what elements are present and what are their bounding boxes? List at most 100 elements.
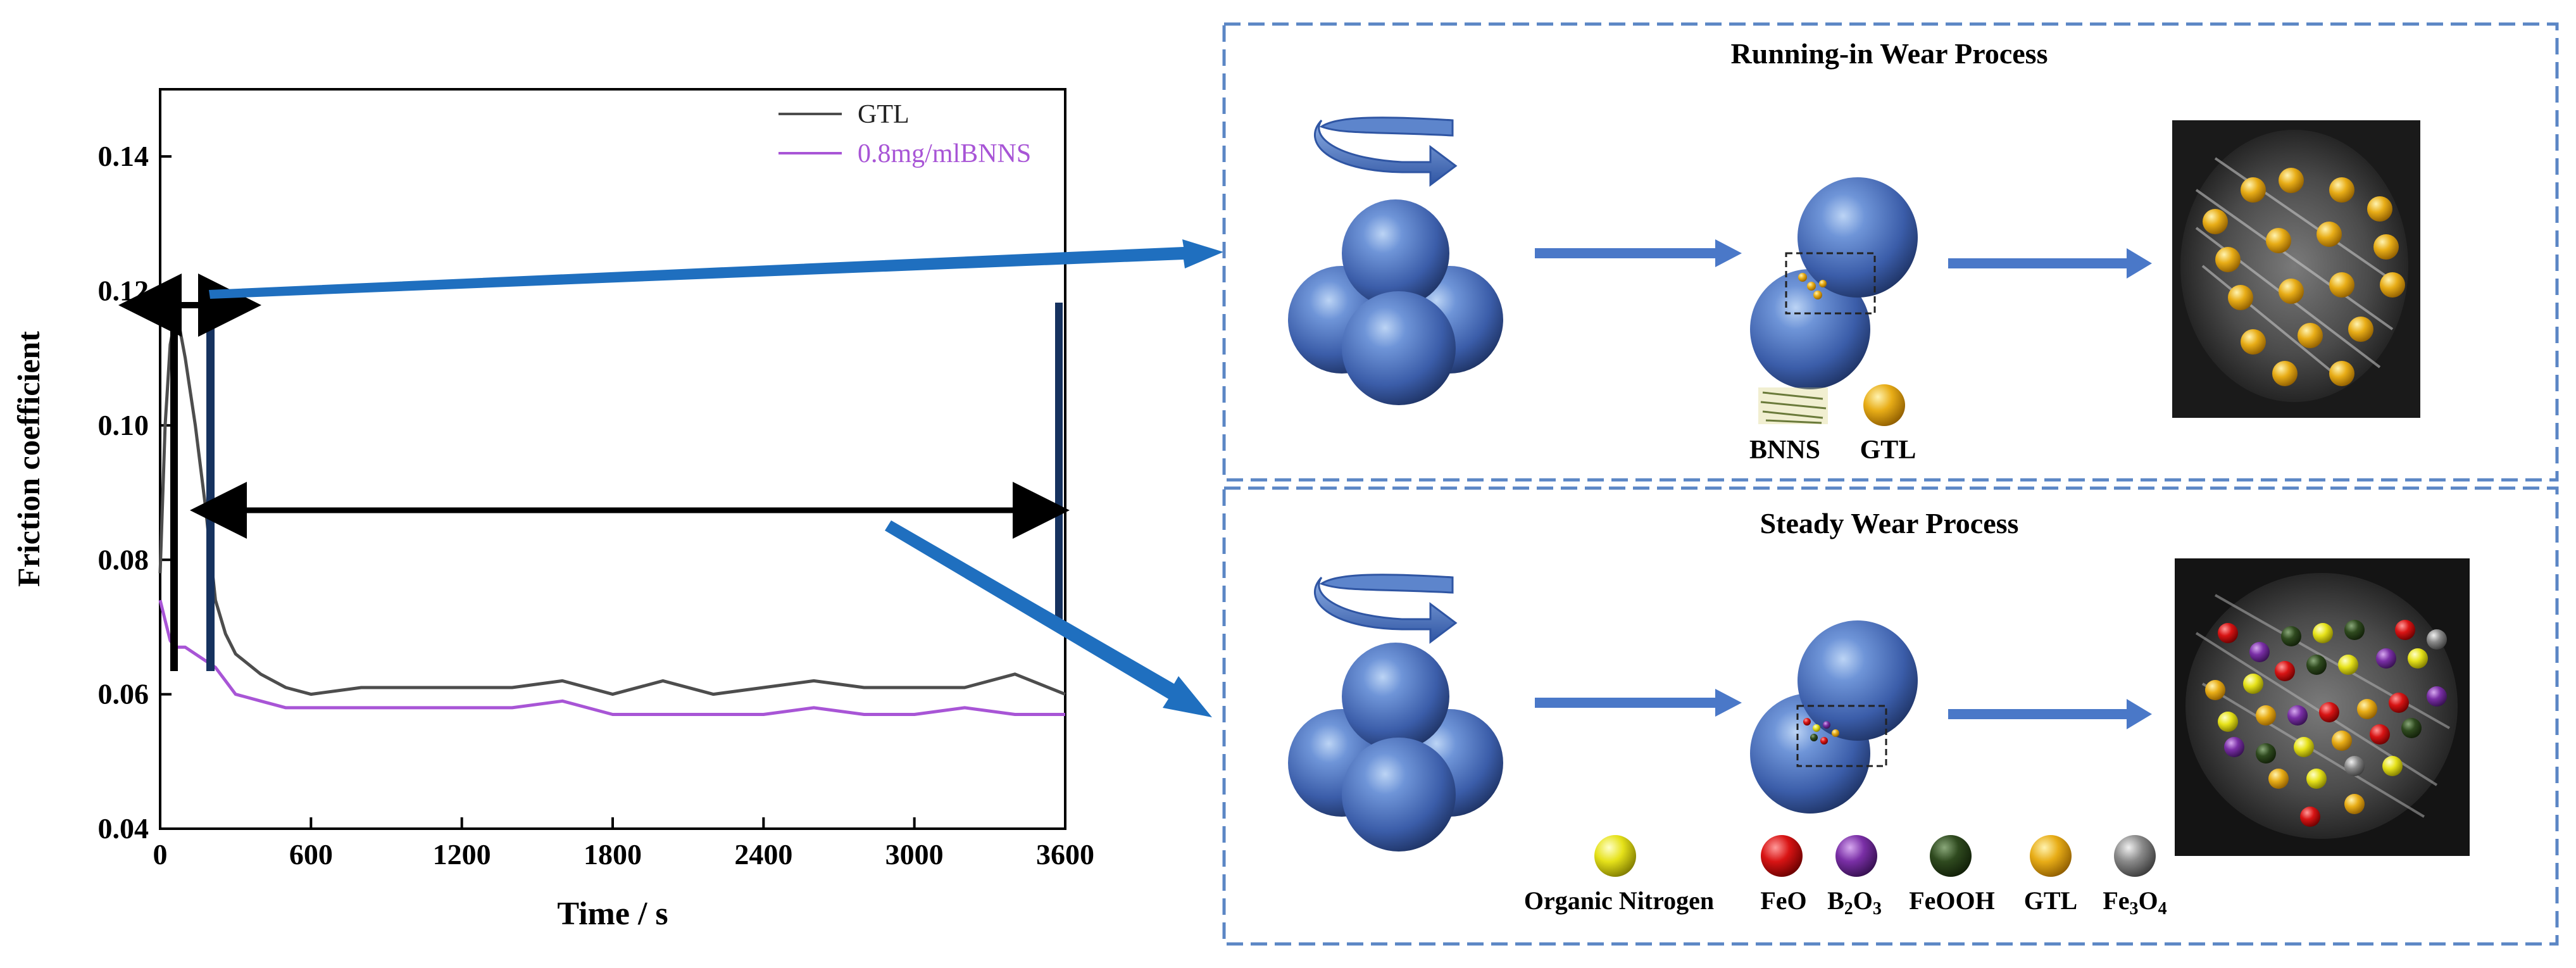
- scar-particle: [2313, 623, 2333, 643]
- scar-particle: [2408, 648, 2428, 669]
- feo-label: FeO: [1760, 886, 1806, 915]
- steady-title: Steady Wear Process: [1760, 507, 2019, 539]
- x-tick-label: 600: [289, 838, 333, 871]
- arrow-to-running-in-panel: [209, 239, 1223, 299]
- zoom-lower-ball: [1750, 269, 1870, 389]
- y-tick-label: 0.06: [98, 678, 149, 710]
- process-arrow-1: [1535, 689, 1742, 717]
- gtl-label: GTL: [2024, 886, 2077, 915]
- b2o3-icon: [1835, 835, 1877, 877]
- scar-particle: [2272, 361, 2298, 386]
- scar-particle: [2224, 737, 2244, 757]
- y-tick-label: 0.10: [98, 409, 149, 441]
- scar-particle: [2370, 724, 2390, 745]
- scar-particle: [2275, 661, 2295, 681]
- bottom-ball-front: [1342, 738, 1456, 852]
- scar-particle: [2218, 623, 2238, 643]
- running-in-wear-scar-image: [2172, 120, 2420, 418]
- top-ball: [1342, 199, 1449, 307]
- feo-icon: [1761, 835, 1803, 877]
- b2o3-label: B2O3: [1827, 886, 1882, 919]
- scar-particle: [2338, 655, 2358, 675]
- x-tick-label: 3000: [885, 838, 944, 871]
- scar-particle: [2298, 323, 2323, 348]
- running-in-panel: Running-in Wear Process: [1222, 22, 2559, 482]
- series-line-gtl: [158, 316, 1066, 696]
- zoom-upper-ball: [1798, 177, 1918, 298]
- product-legend: Organic Nitrogen FeO B2O3 FeOOH GTL Fe3O…: [1524, 835, 2167, 919]
- x-tick-label: 2400: [734, 838, 792, 871]
- top-ball: [1342, 643, 1449, 750]
- scar-particle: [2344, 620, 2365, 640]
- x-tick-label: 3600: [1036, 838, 1094, 871]
- scar-particle: [2427, 629, 2447, 650]
- legend: GTL 0.8mg/mlBNNS: [778, 100, 1031, 168]
- y-tick-label: 0.14: [98, 140, 149, 172]
- gtl-label: GTL: [1860, 436, 1916, 465]
- scar-particle: [2373, 234, 2399, 260]
- scar-particle: [2266, 228, 2291, 253]
- scar-particle: [2300, 807, 2320, 827]
- scar-particle: [2401, 718, 2422, 738]
- four-ball-assembly: [1288, 643, 1503, 852]
- scar-particle: [2376, 648, 2396, 669]
- stage-bar-runin-end: [206, 298, 215, 671]
- legend-label-gtl: GTL: [858, 100, 910, 129]
- x-tick-label: 1800: [584, 838, 642, 871]
- scar-particle: [2427, 686, 2447, 707]
- scar-particle: [2243, 674, 2263, 694]
- scar-particle: [2367, 196, 2392, 222]
- scar-particle: [2329, 177, 2354, 203]
- scar-particle: [2294, 737, 2314, 757]
- scar-particle: [2395, 620, 2415, 640]
- scar-particle: [2317, 222, 2342, 247]
- steady-panel: Steady Wear Process: [1222, 486, 2559, 946]
- scar-particle: [2344, 794, 2365, 814]
- scar-particle: [2218, 712, 2238, 732]
- y-tick-label: 0.08: [98, 543, 149, 575]
- y-tick-label: 0.04: [98, 812, 149, 845]
- scar-particle: [2268, 769, 2289, 789]
- running-in-title: Running-in Wear Process: [1731, 37, 2048, 70]
- scar-particle: [2329, 361, 2354, 386]
- rotation-arrow-icon: [1314, 574, 1458, 644]
- scar-particle: [2287, 705, 2308, 726]
- steady-panel-border: [1222, 486, 2559, 946]
- organic-nitrogen-icon: [1594, 835, 1636, 877]
- x-ticks: 0 600 1200 1800 2400 3000 3600: [153, 817, 1094, 871]
- scar-particle: [2380, 272, 2405, 298]
- contact-box: [1796, 705, 1887, 767]
- scar-particle: [2357, 699, 2377, 719]
- scar-particle: [2319, 702, 2339, 722]
- x-tick-label: 0: [153, 838, 168, 871]
- scar-particle: [2215, 247, 2241, 272]
- scar-particle: [2203, 209, 2228, 234]
- scar-particle: [2348, 317, 2373, 342]
- series-line-bnns: [158, 600, 1065, 716]
- scar-particle: [2241, 177, 2266, 203]
- scar-particle: [2332, 731, 2352, 751]
- x-tick-label: 1200: [433, 838, 491, 871]
- scar-particle: [2205, 680, 2225, 700]
- contact-zoom: [1750, 620, 1918, 814]
- feooh-label: FeOOH: [1909, 886, 1995, 915]
- arrow-to-steady-panel: [885, 520, 1212, 717]
- scar-particle: [2306, 655, 2327, 675]
- stage-bar-end: [1055, 303, 1063, 619]
- scar-particle: [2256, 705, 2276, 726]
- scar-particle: [2306, 769, 2327, 789]
- process-arrow-2: [1948, 699, 2152, 729]
- feooh-icon: [1930, 835, 1972, 877]
- running-in-panel-border: [1222, 22, 2559, 482]
- fe3o4-icon: [2114, 835, 2156, 877]
- x-axis-label: Time / s: [557, 896, 668, 932]
- y-tick-label: 0.12: [98, 275, 149, 307]
- bnns-label: BNNS: [1749, 436, 1820, 465]
- series-layer: [158, 316, 1066, 716]
- connector-arrows: [209, 239, 1223, 717]
- legend-label-bnns: 0.8mg/mlBNNS: [858, 139, 1031, 168]
- scar-particle: [2241, 329, 2266, 355]
- contact-zoom: [1750, 177, 1918, 389]
- y-axis-label: Friction coefficient: [11, 331, 46, 587]
